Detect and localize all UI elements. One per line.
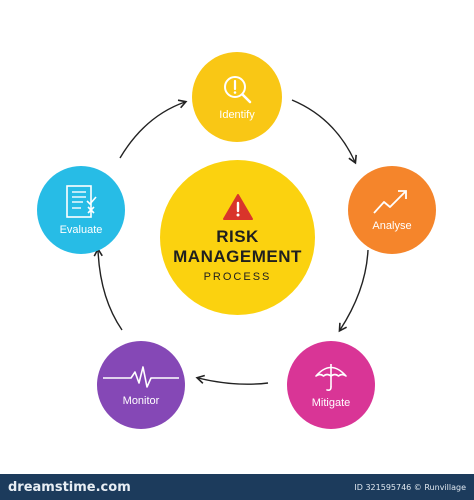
center-title-line2: MANAGEMENT: [173, 246, 302, 266]
umbrella-icon: [315, 364, 347, 391]
step-monitor: Monitor: [97, 341, 185, 429]
trend-line-icon: [373, 190, 407, 214]
center-subtitle: PROCESS: [203, 270, 272, 283]
center-circle: RISK MANAGEMENT PROCESS: [160, 160, 315, 315]
arrow-monitor-to-evaluate: [93, 247, 123, 331]
center-title-line1: RISK: [216, 226, 259, 246]
footer-id: ID 321595746 © Runvillage: [354, 482, 466, 492]
cycle-arrows: [93, 99, 369, 385]
arrow-analyse-to-mitigate: [338, 249, 369, 333]
step-label: Monitor: [122, 395, 160, 407]
step-identify: Identify: [192, 52, 282, 142]
step-label: Analyse: [372, 220, 412, 232]
arrow-evaluate-to-identify: [119, 99, 188, 159]
step-label: Mitigate: [311, 397, 351, 409]
arrow-mitigate-to-monitor: [195, 374, 269, 385]
pulse-line-icon: [103, 366, 179, 388]
step-analyse: Analyse: [348, 166, 436, 254]
step-label: Identify: [219, 109, 255, 121]
footer-bar: dreamstime.com ID 321595746 © Runvillage: [0, 474, 474, 500]
step-mitigate: Mitigate: [287, 341, 375, 429]
checklist-icon: [66, 185, 97, 218]
step-evaluate: Evaluate: [37, 166, 125, 254]
arrow-identify-to-analyse: [291, 99, 357, 165]
magnifier-exclamation-icon: [224, 76, 252, 104]
footer-brand: dreamstime.com: [8, 479, 131, 495]
risk-management-diagram: Identify Analyse Mitigate Monitor: [37, 52, 436, 429]
warning-triangle-icon: [222, 193, 253, 220]
step-label: Evaluate: [59, 224, 103, 236]
